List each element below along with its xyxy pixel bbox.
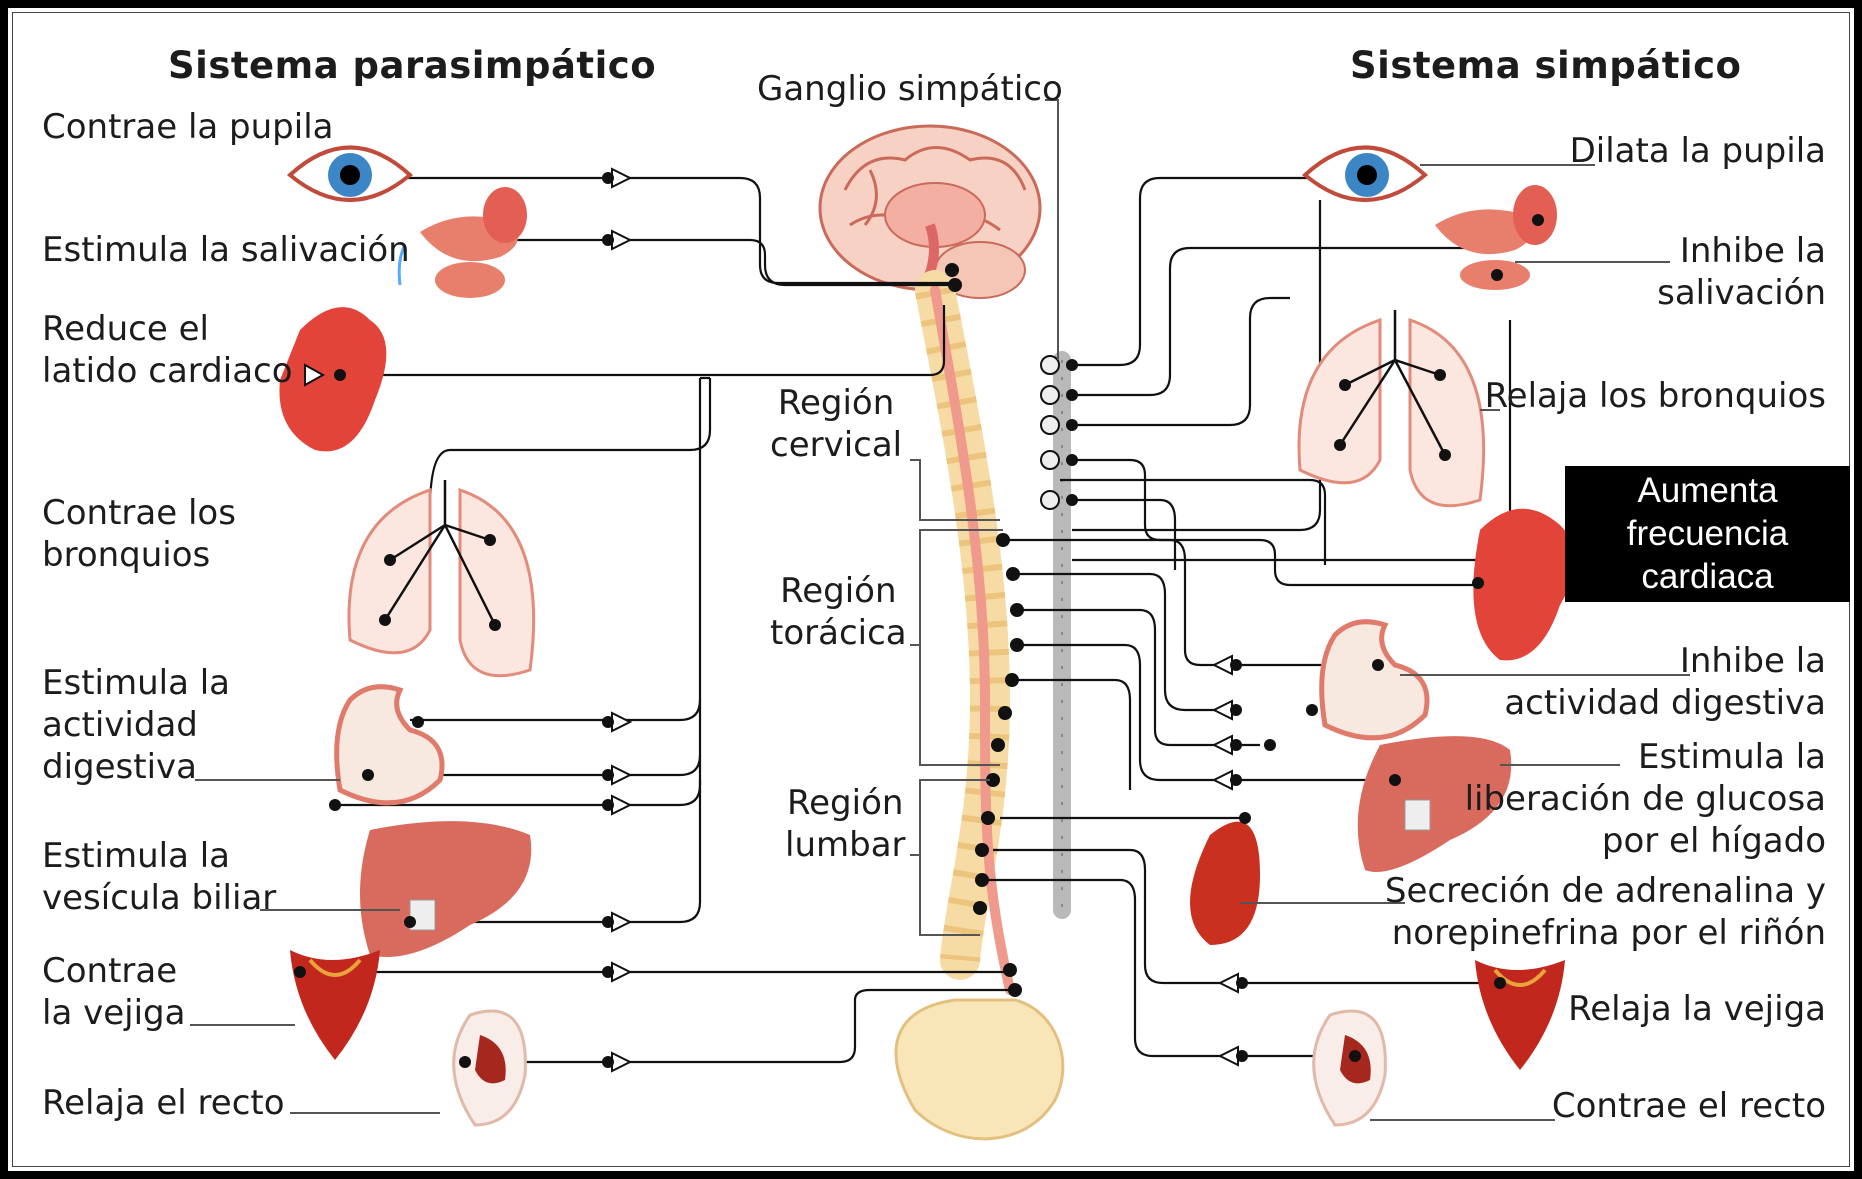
parasympathetic-title: Sistema parasimpático bbox=[168, 44, 656, 87]
sym-label-salivation: Inhibe la salivación bbox=[1657, 230, 1826, 314]
bladder-icon bbox=[1475, 960, 1565, 1070]
salivary-gland-icon bbox=[1435, 185, 1557, 290]
sympathetic-title: Sistema simpático bbox=[1350, 44, 1741, 87]
sym-label-glucose: Estimula la liberación de glucosa por el… bbox=[1465, 736, 1826, 862]
rectum-icon bbox=[454, 1011, 526, 1125]
region-lumbar: Región lumbar bbox=[785, 782, 906, 866]
para-label-digestive: Estimula la actividad digestiva bbox=[42, 662, 230, 788]
para-label-rectum: Relaja el recto bbox=[42, 1082, 285, 1124]
ganglion-label: Ganglio simpático bbox=[757, 68, 1063, 110]
heart-icon bbox=[279, 307, 386, 451]
lungs-icon bbox=[349, 480, 534, 676]
eye-icon bbox=[290, 148, 410, 201]
sym-label-bronchi: Relaja los bronquios bbox=[1485, 375, 1826, 417]
para-label-heart: Reduce el latido cardiaco bbox=[42, 308, 293, 392]
liver-icon bbox=[360, 821, 531, 957]
heart-icon bbox=[1472, 509, 1575, 661]
sym-label-bladder: Relaja la vejiga bbox=[1568, 988, 1826, 1030]
salivary-gland-icon bbox=[399, 187, 527, 298]
para-label-bronchi: Contrae los bronquios bbox=[42, 492, 236, 576]
para-label-pupil: Contrae la pupila bbox=[42, 106, 334, 148]
sym-label-pupil: Dilata la pupila bbox=[1570, 130, 1826, 172]
rectum-icon bbox=[1314, 1011, 1386, 1125]
region-thoracic: Región torácica bbox=[770, 570, 907, 654]
sym-label-adrenaline: Secreción de adrenalina y norepinefrina … bbox=[1385, 870, 1826, 954]
bladder-icon bbox=[290, 950, 380, 1060]
para-label-salivation: Estimula la salivación bbox=[42, 229, 410, 271]
para-label-bladder: Contrae la vejiga bbox=[42, 950, 185, 1034]
parasympathetic-ganglion-arrows bbox=[602, 169, 630, 1071]
para-label-gallbladder: Estimula la vesícula biliar bbox=[42, 835, 276, 919]
eye-icon bbox=[1305, 148, 1425, 201]
stomach-icon bbox=[329, 687, 442, 811]
sym-label-digestive: Inhibe la actividad digestiva bbox=[1504, 640, 1826, 724]
stomach-icon bbox=[1264, 622, 1427, 751]
kidney-icon bbox=[1190, 812, 1260, 945]
heart-rate-callout: Aumenta frecuencia cardiaca bbox=[1565, 466, 1850, 602]
callout-text: Aumenta frecuencia cardiaca bbox=[1627, 471, 1788, 596]
region-cervical: Región cervical bbox=[770, 382, 902, 466]
sym-label-rectum: Contrae el recto bbox=[1552, 1085, 1826, 1127]
lungs-icon bbox=[1299, 310, 1484, 506]
